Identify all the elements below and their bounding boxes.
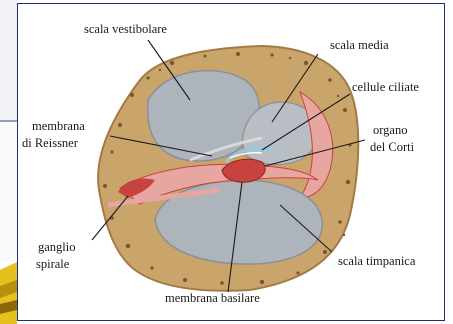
label-cellule-ciliate: cellule ciliate [352, 80, 419, 94]
scala-timpanica-chamber [155, 180, 322, 264]
label-ganglio-spirale-line2: spirale [36, 257, 70, 271]
label-scala-timpanica: scala timpanica [338, 254, 416, 268]
label-membrana-reissner-line1: membrana [32, 119, 85, 133]
label-organo-corti-line1: organo [373, 123, 408, 137]
label-organo-corti-line2: del Corti [370, 140, 415, 154]
label-membrana-basilare: membrana basilare [165, 291, 260, 305]
label-scala-vestibolare: scala vestibolare [84, 22, 167, 36]
label-ganglio-spirale-line1: ganglio [38, 240, 76, 254]
label-membrana-reissner-line2: di Reissner [22, 136, 79, 150]
label-scala-media: scala media [330, 38, 389, 52]
